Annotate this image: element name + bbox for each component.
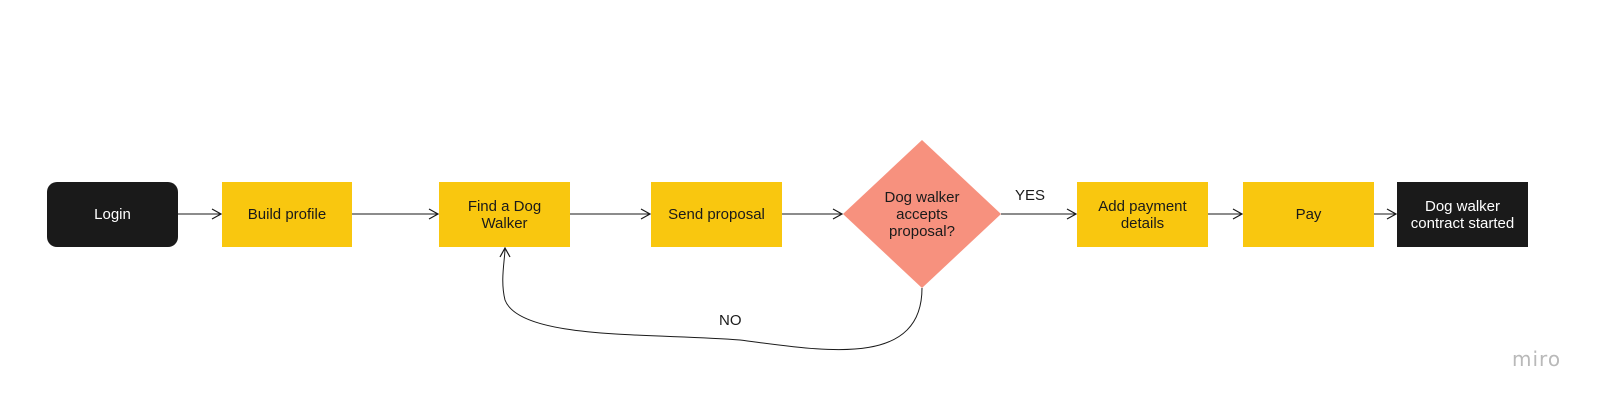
- node-send-proposal-label: Send proposal: [668, 206, 765, 223]
- edge-decision-find-loop: [499, 246, 923, 351]
- node-find-dog-walker-label: Find a Dog Walker: [467, 197, 542, 232]
- node-contract-started[interactable]: Dog walker contract started: [1397, 182, 1528, 247]
- node-send-proposal[interactable]: Send proposal: [651, 182, 782, 247]
- node-add-payment-details-label: Add payment details: [1098, 197, 1187, 232]
- node-find-dog-walker[interactable]: Find a Dog Walker: [439, 182, 570, 247]
- node-decision-label: Dog walker accepts proposal?: [884, 188, 960, 240]
- node-contract-started-label: Dog walker contract started: [1410, 197, 1515, 232]
- node-login-label: Login: [94, 206, 131, 223]
- edge-label-yes: YES: [1015, 187, 1046, 204]
- node-pay-label: Pay: [1295, 206, 1322, 223]
- node-build-profile-label: Build profile: [247, 206, 327, 223]
- node-pay[interactable]: Pay: [1243, 182, 1374, 247]
- node-build-profile[interactable]: Build profile: [222, 182, 352, 247]
- decision-diamond-shape: [843, 140, 1001, 288]
- miro-watermark: miro: [1512, 347, 1562, 371]
- edge-label-no: NO: [719, 312, 742, 329]
- node-decision[interactable]: Dog walker accepts proposal?: [843, 140, 1001, 288]
- node-add-payment-details[interactable]: Add payment details: [1077, 182, 1208, 247]
- node-login[interactable]: Login: [47, 182, 178, 247]
